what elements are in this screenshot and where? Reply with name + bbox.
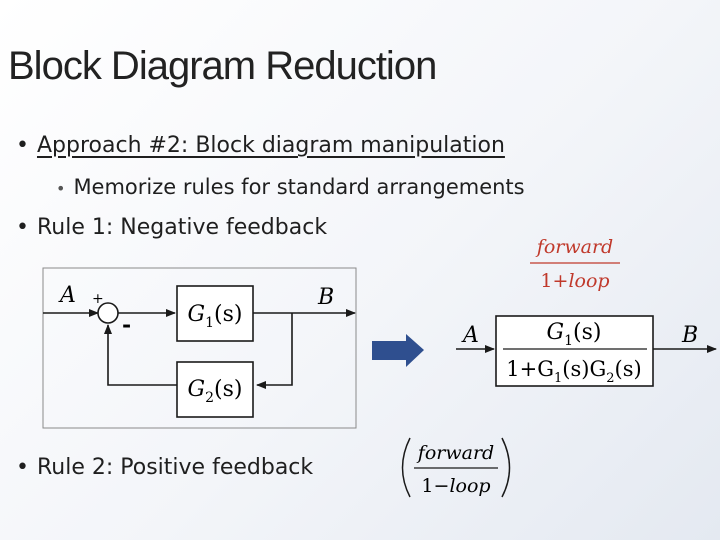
input-label-a: A [58,283,76,308]
neg-fraction-numerator: forward [535,236,613,258]
summing-junction [97,302,119,324]
bullet-rule1-text: Rule 1: Negative feedback [36,215,328,240]
feedback-block [176,361,254,418]
reduced-numerator: G1(s) [547,320,602,349]
transform-arrow-icon [372,334,424,367]
diagram-frame [42,267,357,429]
slide-title: Block Diagram Reduction [8,44,437,88]
plus-sign: + [92,291,104,307]
feedback-path-to-g2 [256,313,293,389]
pos-fraction-numerator: forward [416,442,494,464]
minus-sign: - [122,312,131,338]
transform-arrow-head [406,334,424,367]
bullet-dot: • [56,179,66,198]
reduced-input-label-a: A [461,323,479,348]
bullet-dot: • [16,215,29,240]
feedback-path-to-junction [104,324,177,386]
feedback-block-diagram: A B + - G1(s) G2(s) [42,267,357,429]
transform-arrow-shaft [372,341,406,360]
neg-fraction-denominator: 1+loop [540,270,609,292]
bullet-rule2-text: Rule 2: Positive feedback [36,455,314,480]
bullet-approach: • Approach #2: Block diagram manipulation [16,133,505,158]
negative-feedback-fraction: forward 1+loop [530,236,620,292]
positive-feedback-fraction: forward 1−loop [401,437,511,498]
reduced-block [495,315,654,387]
output-label-b: B [317,285,334,310]
bullet-dot: • [16,455,29,480]
left-paren [401,437,411,498]
bullet-rule2: • Rule 2: Positive feedback [16,455,313,480]
pos-fraction-denominator: 1−loop [421,475,490,497]
bullet-dot: • [16,133,29,158]
bullet-memorize: • Memorize rules for standard arrangement… [56,175,525,199]
reduced-denominator: 1+G1(s)G2(s) [506,357,641,386]
bullet-memorize-text: Memorize rules for standard arrangements [73,175,525,199]
forward-block [176,285,254,342]
forward-block-label: G1(s) [188,302,243,331]
right-paren [501,437,511,498]
feedback-block-label: G2(s) [188,377,243,406]
reduced-block-diagram: A G1(s) 1+G1(s)G2(s) B [456,315,717,387]
reduced-output-label-b: B [681,323,698,348]
bullet-rule1: • Rule 1: Negative feedback [16,215,327,240]
bullet-approach-text[interactable]: Approach #2: Block diagram manipulation [36,133,505,158]
